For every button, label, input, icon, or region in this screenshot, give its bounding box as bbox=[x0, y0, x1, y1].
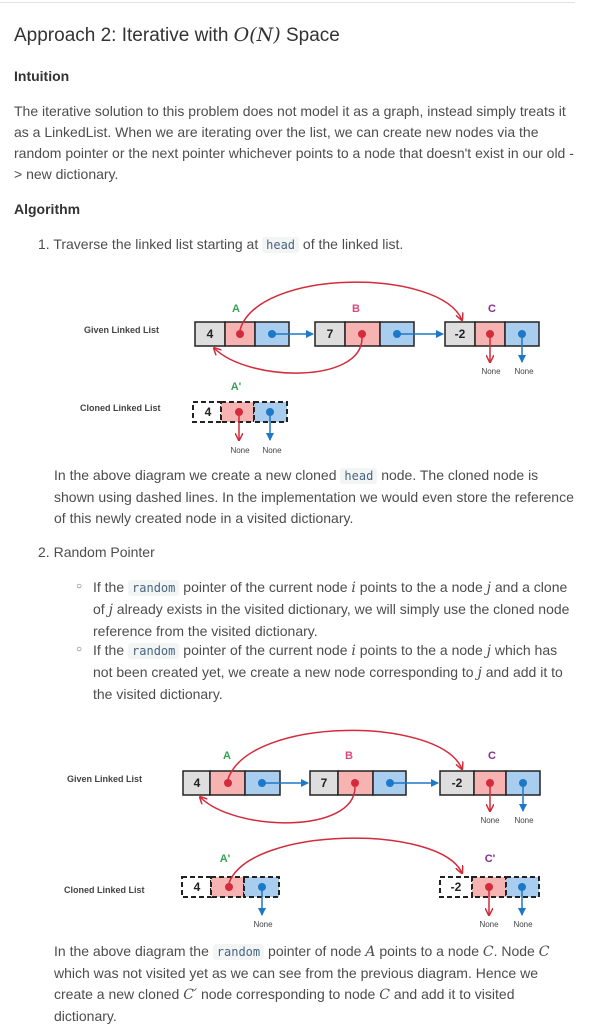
bullet-2: If the random pointer of the current nod… bbox=[93, 642, 563, 702]
node-value: 4 bbox=[194, 776, 201, 790]
node-letter: B bbox=[352, 303, 360, 315]
none-label: None bbox=[514, 816, 534, 825]
bullet-1: If the random pointer of the current nod… bbox=[93, 579, 570, 639]
node-letter: A' bbox=[220, 853, 231, 865]
cloned-list-label: Cloned Linked List bbox=[80, 403, 161, 413]
node-value: 4 bbox=[207, 327, 214, 341]
none-label: None bbox=[481, 367, 501, 376]
node-value: -2 bbox=[451, 880, 462, 894]
node-letter: C bbox=[488, 750, 496, 762]
none-label: None bbox=[479, 920, 499, 929]
none-label: None bbox=[262, 446, 282, 455]
cloned-list-label: Cloned Linked List bbox=[64, 885, 145, 895]
code-head: head bbox=[340, 468, 378, 484]
node-c: -2 bbox=[444, 321, 540, 347]
node-value: 4 bbox=[194, 880, 201, 894]
none-label: None bbox=[480, 816, 500, 825]
diagram-1: Given Linked List Cloned Linked List 4 A… bbox=[80, 281, 540, 455]
diagram-1-caption: In the above diagram we create a new clo… bbox=[54, 467, 574, 526]
diagram-2-caption: In the above diagram the random pointer … bbox=[54, 943, 550, 1024]
clone-node-a: 4 bbox=[181, 876, 280, 898]
none-label: None bbox=[253, 920, 273, 929]
node-letter: C' bbox=[485, 853, 496, 865]
node-value: 7 bbox=[321, 776, 328, 790]
node-value: 7 bbox=[327, 327, 334, 341]
none-label: None bbox=[513, 920, 533, 929]
step-2: 2. Random Pointer bbox=[38, 544, 155, 560]
algorithm-heading: Algorithm bbox=[14, 201, 81, 217]
node-a: 4 bbox=[182, 770, 281, 796]
intuition-text: The iterative solution to this problem d… bbox=[14, 103, 574, 182]
none-label: None bbox=[230, 446, 250, 455]
code-random: random bbox=[212, 944, 265, 960]
node-letter: B bbox=[345, 750, 353, 762]
diagram-2: Given Linked List Cloned Linked List 4 A… bbox=[64, 729, 541, 929]
clone-node-c: -2 bbox=[439, 876, 540, 898]
node-value: -2 bbox=[452, 776, 463, 790]
node-value: -2 bbox=[455, 327, 466, 341]
complexity-math: O(N) bbox=[233, 24, 281, 46]
node-b: 7 bbox=[309, 770, 407, 796]
code-random: random bbox=[128, 580, 180, 596]
node-letter: A bbox=[232, 303, 240, 315]
code-head: head bbox=[262, 237, 300, 253]
node-letter: A' bbox=[231, 381, 242, 393]
given-list-label: Given Linked List bbox=[67, 774, 142, 784]
page-title: Approach 2: Iterative with O(N) Space bbox=[14, 24, 340, 46]
bullet-marker: ○ bbox=[76, 581, 83, 592]
given-list-label: Given Linked List bbox=[84, 325, 159, 335]
node-letter: A bbox=[223, 750, 231, 762]
none-label: None bbox=[514, 367, 534, 376]
code-random: random bbox=[128, 643, 180, 659]
intuition-heading: Intuition bbox=[14, 68, 70, 84]
clone-node-a: 4 bbox=[192, 401, 288, 423]
node-letter: C bbox=[488, 303, 496, 315]
top-divider bbox=[0, 2, 575, 3]
step-1: 1. Traverse the linked list starting at … bbox=[38, 236, 404, 253]
node-value: 4 bbox=[205, 405, 212, 419]
bullet-marker: ○ bbox=[76, 644, 83, 655]
